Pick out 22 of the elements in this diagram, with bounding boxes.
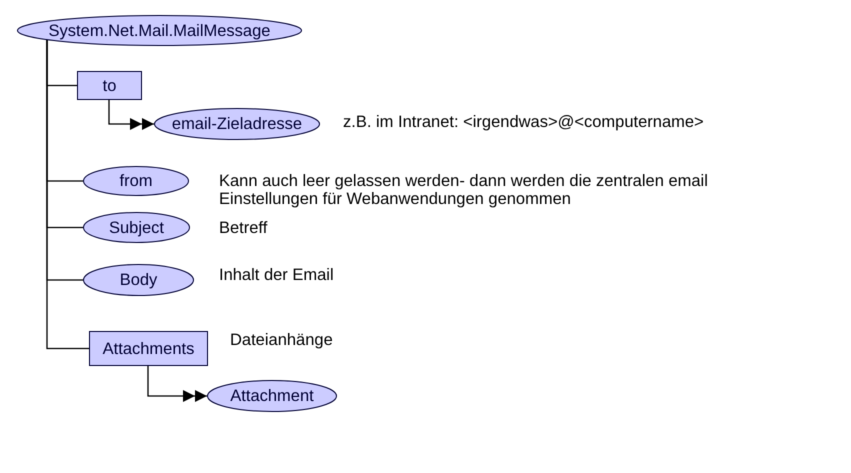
property-box xyxy=(77,71,142,100)
node-label: Subject xyxy=(108,218,164,236)
node-label: System.Net.Mail.MailMessage xyxy=(48,22,270,40)
annotation-text: z.B. im Intranet: <irgendwas>@<computername> xyxy=(343,113,704,131)
class-ellipse xyxy=(17,15,302,46)
node-label: to xyxy=(102,76,116,94)
property-box xyxy=(89,331,208,366)
node-label: Attachments xyxy=(102,340,194,358)
node-label: email-Zieladresse xyxy=(172,115,302,133)
property-ellipse xyxy=(83,212,190,243)
value-ellipse xyxy=(154,108,320,140)
connector-line xyxy=(46,40,89,350)
property-ellipse xyxy=(83,264,194,296)
value-ellipse xyxy=(207,380,337,412)
annotation-text: Inhalt der Email xyxy=(219,266,334,284)
node-label: Body xyxy=(120,271,158,289)
annotation-text: Dateianhänge xyxy=(230,331,333,349)
annotation-text: Betreff xyxy=(219,219,268,237)
property-ellipse xyxy=(83,166,189,196)
node-label: Attachment xyxy=(230,387,314,405)
annotation-text: Kann auch leer gelassen werden- dann werden die zentralen email Einstellungen für Webanwendungen genommen xyxy=(219,172,709,208)
node-label: from xyxy=(120,172,152,190)
